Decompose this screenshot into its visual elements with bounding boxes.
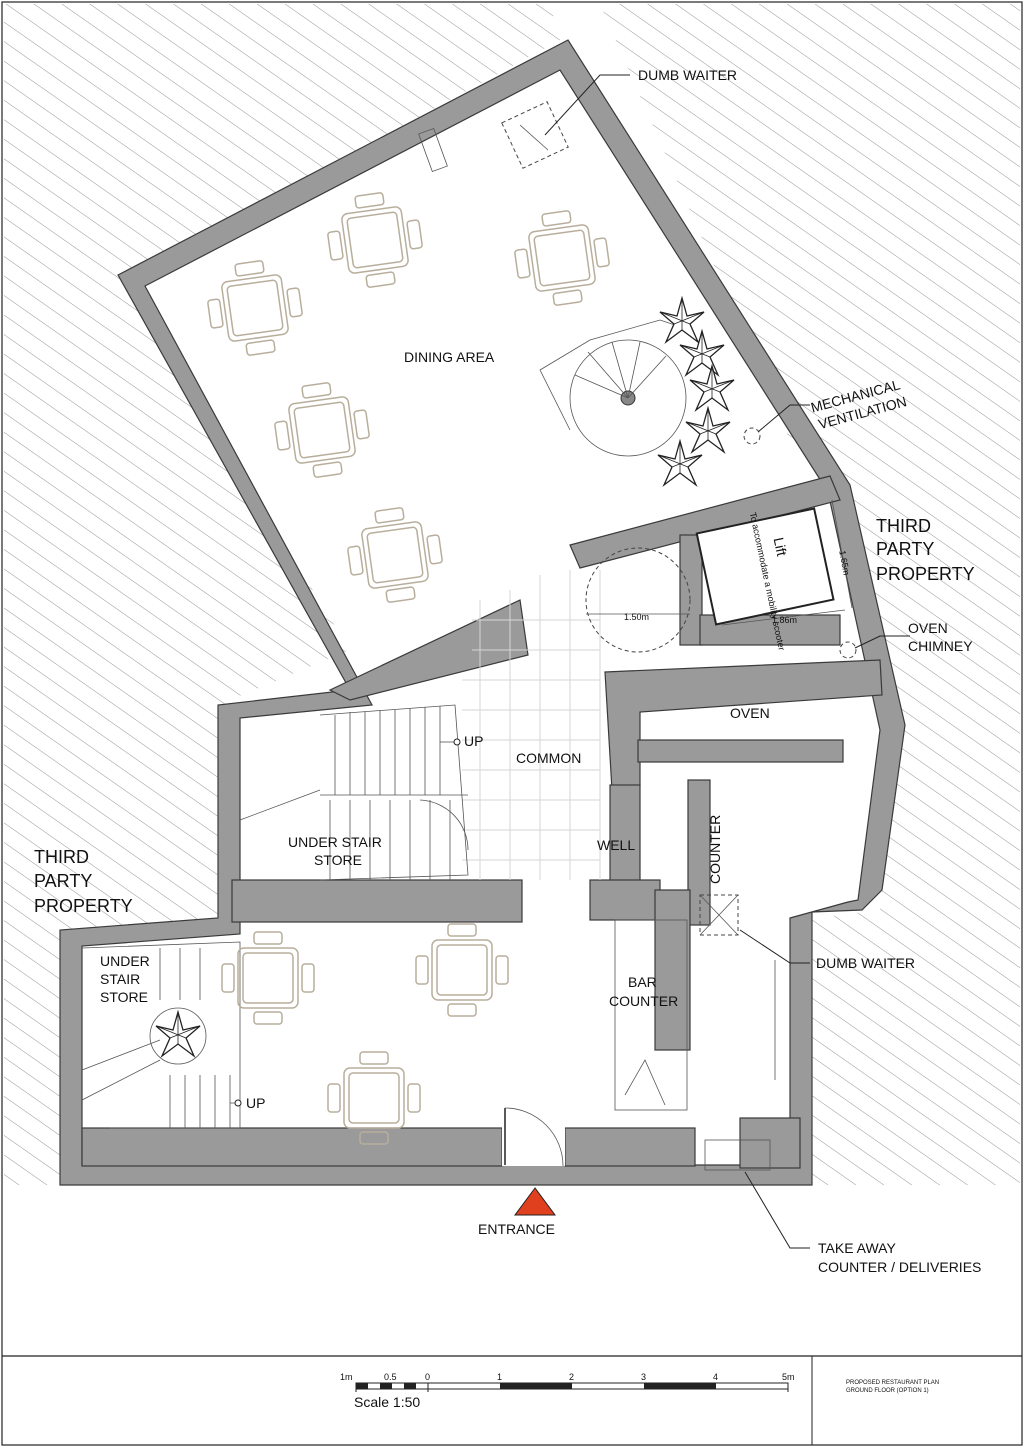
common-well-grid [462,547,691,880]
entrance-door[interactable] [502,1107,565,1167]
scale-tick-5: 3 [641,1372,646,1382]
stair-lower [81,941,242,1129]
label-bar: BAR [628,974,657,990]
entrance-marker [514,1187,556,1216]
lift [695,499,853,626]
label-third-party-right-2: PARTY [876,539,934,559]
scale-tick-3: 1 [497,1372,502,1382]
label-take-away: TAKE AWAY [818,1240,896,1256]
stair-upper [239,704,469,881]
label-dining-area: DINING AREA [404,349,495,365]
building-walls [59,39,906,1186]
bar-counter [614,894,776,1171]
label-oven: OVEN [730,705,770,721]
label-third-party-right-1: THIRD [876,516,931,536]
label-counter: COUNTER [707,815,723,884]
scale-tick-0: 1m [340,1372,353,1382]
scale-tick-2: 0 [425,1372,430,1382]
label-third-party-left-3: PROPERTY [34,896,133,916]
label-stair-left: STAIR [100,971,140,987]
label-third-party-left-2: PARTY [34,871,92,891]
label-under-stair-store-1: UNDER STAIR [288,834,382,850]
dumb-waiter-shaft-top [418,101,569,173]
dim-165: 1.65m [837,550,851,576]
label-store-left: STORE [100,989,148,1005]
label-third-party-right-3: PROPERTY [876,564,975,584]
leader-lines [544,74,910,1249]
label-bar-counter: COUNTER [609,993,678,1009]
drawing-title-2: GROUND FLOOR (OPTION 1) [846,1388,929,1394]
label-up-lower: UP [246,1095,265,1111]
label-well: WELL [597,837,635,853]
scale-tick-4: 2 [569,1372,574,1382]
label-lift: Lift [771,536,791,558]
label-oven-chimney-1: OVEN [908,620,948,636]
neighbour-hatching [4,4,1020,1185]
label-up-upper: UP [464,733,483,749]
label-third-party-left-1: THIRD [34,847,89,867]
bar-tables [221,923,509,1145]
spiral-staircase [539,319,691,457]
label-deliveries: COUNTER / DELIVERIES [818,1259,981,1275]
dim-150: 1.50m [624,612,649,622]
label-entrance: ENTRANCE [478,1221,555,1237]
dim-186: 1.86m [772,615,797,625]
label-under-left: UNDER [100,953,150,969]
oven-chimney-duct [839,641,857,659]
ventilation-duct [743,427,761,445]
label-dumb-waiter-bottom: DUMB WAITER [816,955,915,971]
label-dumb-waiter-top: DUMB WAITER [638,67,737,83]
drawing-title-1: PROPOSED RESTAURANT PLAN [846,1380,939,1386]
scale-tick-7: 5m [782,1372,795,1382]
label-oven-chimney-2: CHIMNEY [908,638,973,654]
scale-label: Scale 1:50 [354,1394,420,1410]
label-under-stair-store-2: STORE [314,852,362,868]
scale-bar [355,1382,789,1392]
label-common: COMMON [516,750,581,766]
scale-tick-1: 0.5 [384,1372,397,1382]
title-block: 1m 0.5 0 1 2 3 4 5m Scale 1:50 PROPOSED … [2,1355,1022,1445]
scale-tick-6: 4 [713,1372,718,1382]
